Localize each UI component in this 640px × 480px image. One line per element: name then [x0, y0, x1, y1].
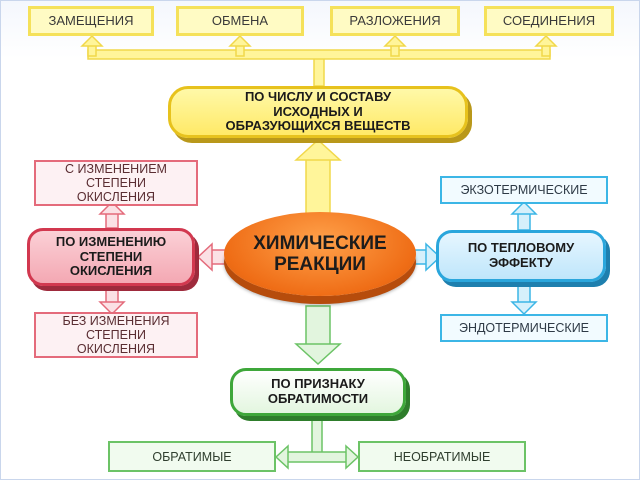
category-oxidation: ПО ИЗМЕНЕНИЮ СТЕПЕНИ ОКИСЛЕНИЯ — [27, 228, 195, 286]
endothermic: ЭНДОТЕРМИЧЕСКИЕ — [440, 314, 608, 342]
with-oxidation-change: С ИЗМЕНЕНИЕМ СТЕПЕНИ ОКИСЛЕНИЯ — [34, 160, 198, 206]
category-reversibility: ПО ПРИЗНАКУ ОБРАТИМОСТИ — [230, 368, 406, 416]
type-combination: СОЕДИНЕНИЯ — [484, 6, 614, 36]
chemical-reactions-center: ХИМИЧЕСКИЕ РЕАКЦИИ — [224, 212, 416, 296]
exothermic: ЭКЗОТЕРМИЧЕСКИЕ — [440, 176, 608, 204]
category-thermal-effect: ПО ТЕПЛОВОМУ ЭФФЕКТУ — [436, 230, 606, 282]
type-substitution: ЗАМЕЩЕНИЯ — [28, 6, 154, 36]
yellow-connectors — [80, 34, 558, 215]
type-exchange: ОБМЕНА — [176, 6, 304, 36]
without-oxidation-change: БЕЗ ИЗМЕНЕНИЯ СТЕПЕНИ ОКИСЛЕНИЯ — [34, 312, 198, 358]
type-decomposition: РАЗЛОЖЕНИЯ — [330, 6, 460, 36]
irreversible: НЕОБРАТИМЫЕ — [358, 441, 526, 472]
reversible: ОБРАТИМЫЕ — [108, 441, 276, 472]
green-connectors — [274, 305, 360, 470]
category-composition: ПО ЧИСЛУ И СОСТАВУ ИСХОДНЫХ И ОБРАЗУЮЩИХ… — [168, 86, 468, 138]
